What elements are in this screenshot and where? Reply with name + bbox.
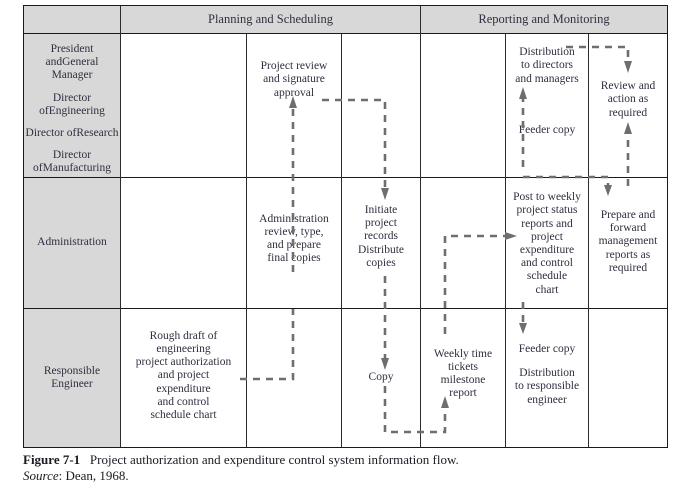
box-copy: Copy bbox=[368, 371, 394, 384]
vrule-plan-c2 bbox=[341, 34, 342, 447]
figure-source: Source: Dean, 1968. bbox=[23, 468, 663, 484]
hrule-row2-bottom bbox=[24, 308, 667, 309]
source-label: Source bbox=[23, 468, 59, 483]
vrule-plan-c1 bbox=[246, 34, 247, 447]
vrule-report-c1 bbox=[505, 34, 506, 447]
figure-number: Figure 7-1 bbox=[23, 452, 81, 467]
role-director-research: Director ofResearch bbox=[25, 127, 119, 140]
information-flow-table: Planning and Scheduling Reporting and Mo… bbox=[23, 5, 668, 448]
box-feeder-copy-top: Feeder copy bbox=[518, 124, 576, 137]
role-column-shade-row2 bbox=[24, 178, 120, 308]
role-director-manufacturing: Director ofManufacturing bbox=[33, 149, 111, 175]
vrule-report-c2 bbox=[588, 34, 589, 447]
role-president: President andGeneral Manager bbox=[45, 43, 99, 82]
column-group-planning: Planning and Scheduling bbox=[208, 11, 333, 26]
source-value: : Dean, 1968. bbox=[58, 468, 129, 483]
role-label-executives: President andGeneral Manager Director of… bbox=[24, 43, 120, 176]
box-feeder-copy-bottom: Feeder copy bbox=[518, 343, 576, 356]
vrule-group-divider bbox=[420, 6, 421, 447]
header-band-report-shade bbox=[421, 6, 667, 33]
header-band-left-shade bbox=[24, 6, 120, 33]
figure-title: Project authorization and expenditure co… bbox=[89, 452, 459, 467]
role-column-shade-row3 bbox=[24, 309, 120, 447]
figure-caption: Figure 7-1 Project authorization and exp… bbox=[23, 452, 663, 484]
hrule-header-bottom bbox=[24, 33, 667, 34]
vrule-role-column bbox=[120, 6, 121, 447]
role-label-administration: Administration bbox=[37, 236, 107, 249]
column-group-reporting: Reporting and Monitoring bbox=[478, 11, 610, 26]
role-column-shade-row1 bbox=[24, 34, 120, 177]
role-director-engineering: Director ofEngineering bbox=[39, 91, 105, 117]
header-band-plan-shade bbox=[121, 6, 420, 33]
